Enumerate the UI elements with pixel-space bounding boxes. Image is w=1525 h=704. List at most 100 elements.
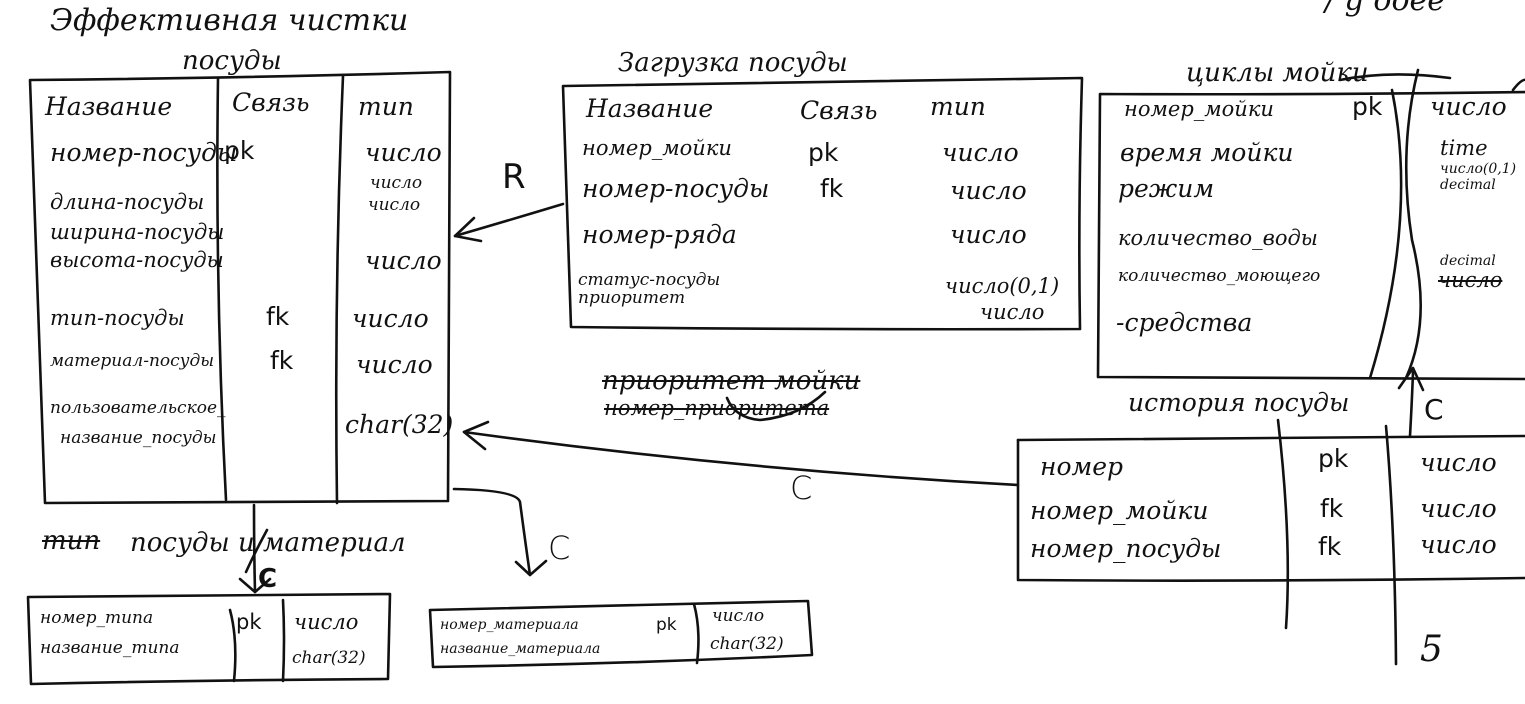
cycles-title-arc [1338, 73, 1452, 82]
r-arrow-head [453, 216, 483, 243]
main-row-4-type: число [352, 304, 429, 333]
main-row-3-type: число [365, 246, 442, 275]
material-row-1-type: char(32) [710, 634, 784, 654]
material-row-0-key: pk [656, 615, 677, 635]
main-table-divider-1 [216, 76, 228, 502]
cycles-table-divider-1 [1368, 88, 1403, 380]
material-table-divider [692, 602, 700, 665]
history-row-2-type: число [1420, 530, 1497, 559]
cycles-corner-tick [1511, 78, 1525, 92]
cycles-row-4-name: количество_моющего [1118, 266, 1321, 286]
cycles-row-4-type: decimal [1440, 253, 1496, 269]
relation-r-label: R [502, 157, 526, 197]
main-row-6-type: char(32) [345, 410, 454, 439]
loading-row-2-name: номер-ряда [582, 220, 737, 249]
partial-top-note: / g ooee [1325, 0, 1446, 18]
loading-row-1-key: fk [820, 174, 844, 203]
main-row-0-type: число [365, 138, 442, 167]
cycles-table-divider-2 [1404, 68, 1422, 380]
history-table-box [1016, 438, 1525, 582]
loading-header-name: Название [586, 94, 714, 123]
type-row-1-name: название_типа [40, 638, 180, 658]
type-row-0-type: число [294, 610, 359, 634]
main-row-5-name: материал-посуды [50, 351, 215, 371]
main-row-1-name: длина-посуды [50, 190, 205, 214]
type-row-0-key: pk [236, 610, 262, 634]
cycles-row-0-name: номер_мойки [1124, 97, 1274, 121]
type-table-divider-2 [281, 598, 286, 683]
history-row-0-type: число [1420, 448, 1497, 477]
loading-row-4-name: приоритет [578, 288, 686, 308]
main-table-divider-2 [334, 74, 345, 505]
history-table-divider-1 [1276, 418, 1290, 630]
r-arrow-line [453, 202, 565, 238]
cycles-row-3-type: decimal [1440, 177, 1496, 193]
history-row-2-key: fk [1318, 532, 1342, 561]
type-title-struck: тип [42, 526, 101, 556]
relation-c-material-label: C [548, 529, 571, 567]
material-row-1-name: название_материала [440, 641, 601, 657]
priority-scribble [725, 390, 827, 422]
loading-table-box [561, 76, 1084, 331]
material-row-0-type: число [712, 606, 765, 626]
loading-row-0-type: число [942, 138, 1019, 167]
loading-table-title: Загрузка посуды [618, 48, 848, 78]
history-row-2-name: номер_посуды [1030, 534, 1222, 563]
main-row-0-key: pk [224, 136, 255, 165]
main-table-title-line2: посуды [182, 46, 282, 76]
loading-row-0-name: номер_мойки [582, 136, 732, 160]
relation-c-main-label: C [790, 469, 813, 507]
cycles-struck-type: число [1438, 268, 1503, 292]
history-row-0-name: номер [1040, 452, 1124, 481]
relation-c-cycles-label: C [1424, 393, 1444, 426]
main-row-1-type: число [370, 173, 423, 193]
cycles-row-1-name: время мойки [1120, 138, 1294, 167]
relation-c-type-label: C [258, 564, 278, 594]
type-table-divider-1 [228, 608, 237, 683]
main-row-2-type: число [368, 195, 421, 215]
cycles-row-0-type: число [1430, 92, 1507, 121]
cycles-row-3-name: количество_воды [1118, 226, 1318, 250]
main-row-4-key: fk [266, 302, 290, 331]
main-header-name: Название [45, 92, 173, 121]
c-arrow-cycles-line [1408, 370, 1415, 438]
type-row-1-type: char(32) [292, 648, 366, 668]
loading-row-3-type: число(0,1) [945, 274, 1060, 298]
loading-header-type: тип [930, 92, 986, 121]
cycles-row-5-name: -средства [1116, 308, 1253, 337]
c-arrow-main-head [462, 420, 490, 451]
history-row-1-type: число [1420, 494, 1497, 523]
main-row-5-key: fk [270, 346, 294, 375]
material-row-0-name: номер_материала [440, 617, 579, 633]
history-row-1-name: номер_мойки [1030, 496, 1209, 525]
c-arrow-type-line [252, 503, 257, 594]
main-row-2-name: ширина-посуды [50, 220, 225, 244]
loading-row-2-type: число [950, 220, 1027, 249]
material-table-box [428, 599, 814, 669]
main-row-3-name: высота-посуды [50, 248, 224, 272]
cycles-table-box [1096, 90, 1525, 381]
loading-row-1-type: число [950, 176, 1027, 205]
main-table-box [28, 70, 452, 505]
history-table-top [1016, 434, 1525, 442]
c-arrow-type-head [238, 577, 272, 594]
loading-row-3-name: статус-посуды [578, 270, 721, 290]
main-row-6-name: пользовательское_ [50, 398, 226, 418]
cycles-row-2-name: режим [1118, 174, 1215, 203]
c-arrow-main-line [462, 430, 1020, 487]
cycles-table-title: циклы мойки [1186, 58, 1369, 88]
cycles-row-0-key: pk [1352, 92, 1383, 121]
c-arrow-cycles-head [1397, 366, 1425, 392]
priority-struck-note: приоритет мойки [602, 366, 861, 396]
loading-row-4-type: число [980, 300, 1045, 324]
history-row-0-key: pk [1318, 444, 1349, 473]
type-row-0-name: номер_типа [40, 608, 154, 628]
history-table-divider-2 [1384, 424, 1398, 666]
main-header-link: Связь [232, 88, 310, 117]
history-row-1-key: fk [1320, 494, 1344, 523]
c-arrow-material-head [514, 559, 548, 577]
type-table-title: посуды и материал [130, 528, 406, 558]
loading-header-link: Связь [800, 96, 878, 125]
cycles-row-2-type: число(0,1) [1440, 161, 1517, 177]
